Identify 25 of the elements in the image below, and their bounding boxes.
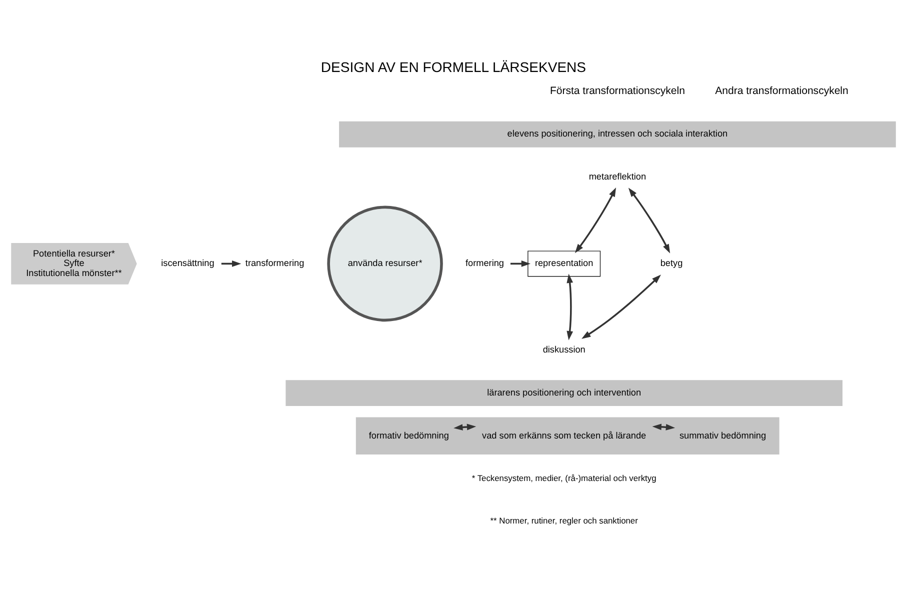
node-text: summativ bedömning bbox=[679, 430, 766, 440]
node-text: formativ bedömning bbox=[368, 430, 449, 440]
node-text: transformering bbox=[245, 258, 304, 268]
label: ** Normer, rutiner, regler och sanktioner bbox=[490, 515, 638, 526]
node-box: representation bbox=[528, 250, 601, 276]
arrow bbox=[221, 260, 242, 266]
label: * Teckensystem, medier, (rå-)material och verktyg bbox=[472, 472, 656, 482]
node-box: elevens positionering, intressen och sociala interaktion bbox=[339, 120, 896, 147]
node-text: vad som erkänns som tecken på lärande bbox=[482, 430, 646, 440]
arrow bbox=[510, 260, 531, 266]
label: Första transformationscykeln bbox=[550, 84, 685, 96]
node-text: metareflektion bbox=[588, 171, 646, 182]
node-text: formering bbox=[466, 258, 504, 268]
node-box: lärarens positionering och intervention bbox=[286, 380, 842, 406]
diagram-title: DESIGN AV EN FORMELL LÄRSEKVENS bbox=[320, 58, 586, 74]
arrow bbox=[574, 187, 616, 253]
label: Andra transformationscykeln bbox=[715, 84, 848, 96]
node-text: iscensättning bbox=[161, 258, 214, 268]
node-text: betyg bbox=[660, 258, 683, 268]
cluster bbox=[356, 416, 780, 454]
node-circle: använda resurser* bbox=[327, 205, 443, 322]
arrow bbox=[628, 187, 670, 253]
node-text: diskussion bbox=[542, 344, 586, 354]
arrow bbox=[566, 273, 574, 340]
arrow bbox=[582, 274, 661, 338]
